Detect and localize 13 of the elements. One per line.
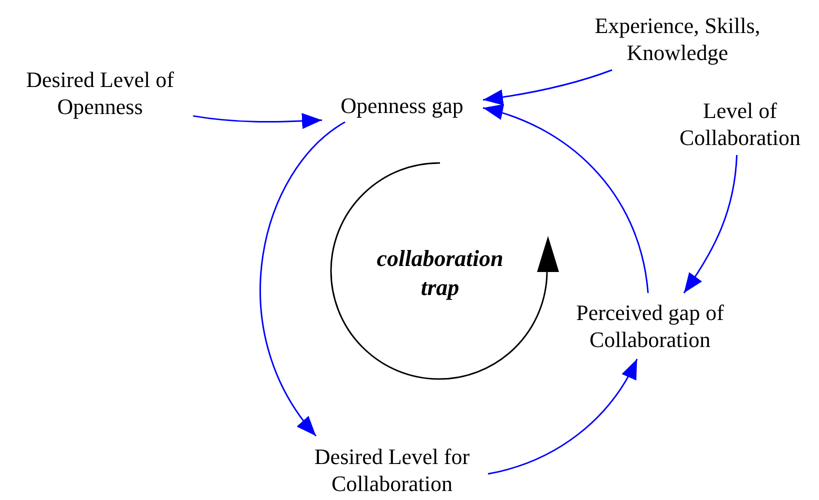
variable-label: Desired Level of Openness [5,62,195,124]
causal-arrow [488,358,638,475]
variable-label: Desired Level for Collaboration [292,442,492,498]
causal-arrow [482,105,649,294]
causal-arrow [260,121,346,436]
causal-arrow [192,113,322,129]
variable-label: Level of Collaboration [660,93,819,155]
causal-arrow [683,154,738,294]
variable-label: Openness gap [322,90,482,122]
variable-label: Experience, Skills, Knowledge [585,8,770,70]
causal-arrow [482,69,612,106]
variable-label: Perceived gap of Collaboration [552,293,748,359]
loop-label: collaboration trap [376,245,504,302]
